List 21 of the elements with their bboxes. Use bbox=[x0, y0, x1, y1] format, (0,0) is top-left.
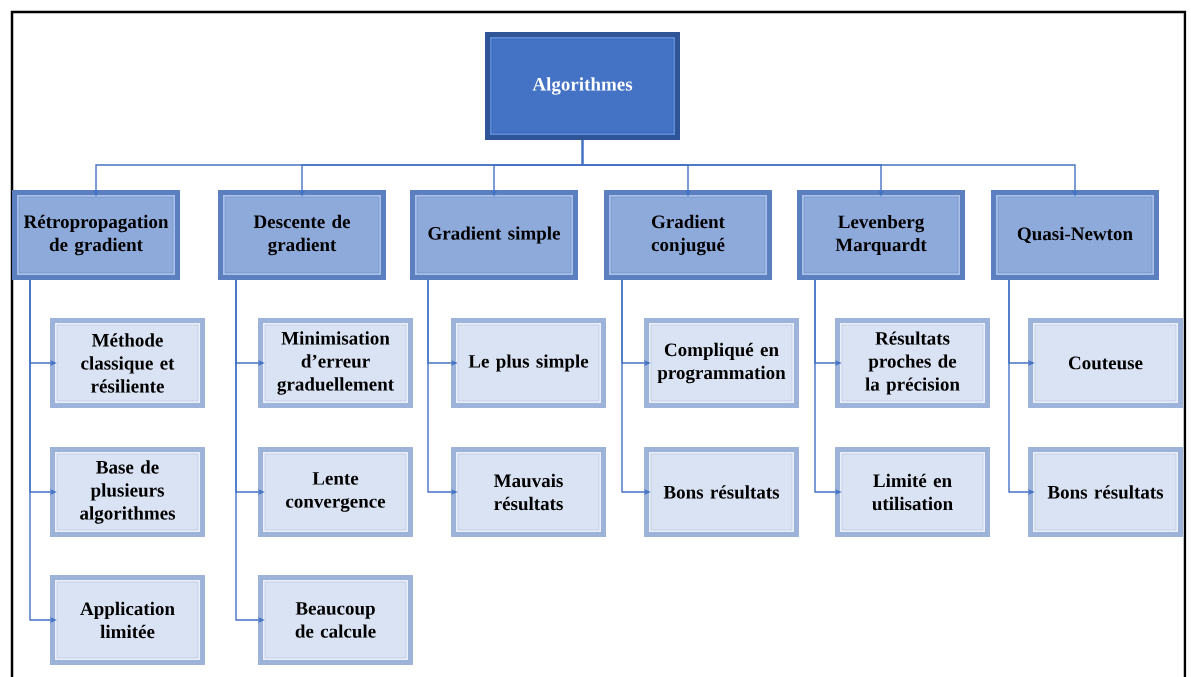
leaf-box: Application limitée bbox=[50, 575, 205, 665]
top-box: Algorithmes bbox=[485, 32, 680, 140]
leaf-box: Bons résultats bbox=[1028, 447, 1183, 537]
leaf-box: Beaucoup de calcule bbox=[258, 575, 413, 665]
leaf-box: Minimisation d’erreur graduellement bbox=[258, 318, 413, 408]
category-box: Quasi-Newton bbox=[991, 190, 1159, 280]
leaf-box: Bons résultats bbox=[644, 447, 799, 537]
leaf-box: Base de plusieurs algorithmes bbox=[50, 447, 205, 537]
category-box: Levenberg Marquardt bbox=[797, 190, 965, 280]
leaf-box: Compliqué en programmation bbox=[644, 318, 799, 408]
leaf-box: Limité en utilisation bbox=[835, 447, 990, 537]
leaf-box: Mauvais résultats bbox=[451, 447, 606, 537]
leaf-box: Résultats proches de la précision bbox=[835, 318, 990, 408]
leaf-box: Méthode classique et résiliente bbox=[50, 318, 205, 408]
leaf-box: Lente convergence bbox=[258, 447, 413, 537]
category-box: Gradient conjugué bbox=[604, 190, 772, 280]
category-box: Gradient simple bbox=[410, 190, 578, 280]
category-box: Descente de gradient bbox=[218, 190, 386, 280]
leaf-box: Le plus simple bbox=[451, 318, 606, 408]
leaf-box: Couteuse bbox=[1028, 318, 1183, 408]
category-box: Rétropropagation de gradient bbox=[12, 190, 180, 280]
